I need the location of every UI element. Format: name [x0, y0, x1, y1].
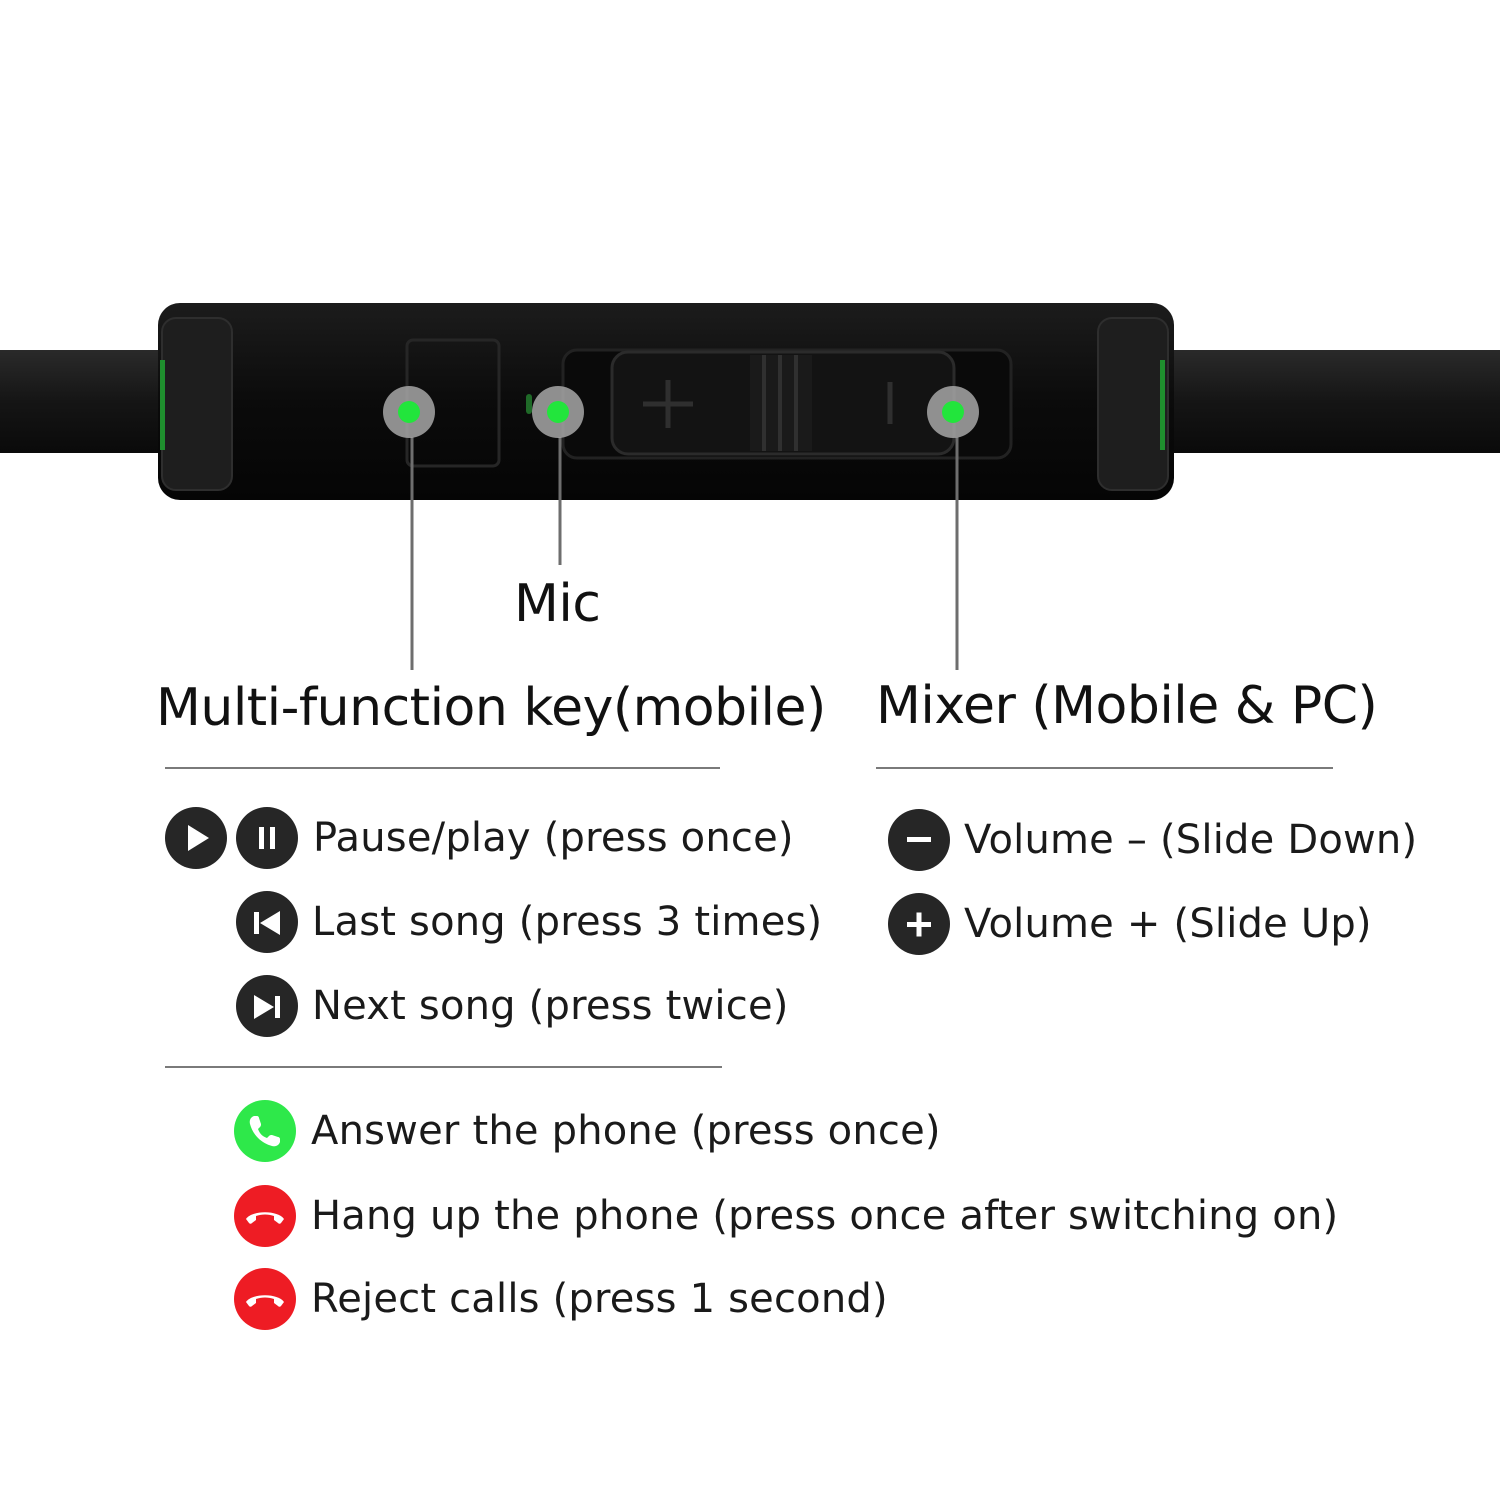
call-row-reject: Reject calls (press 1 second): [234, 1268, 888, 1330]
mic-hole: [526, 394, 532, 414]
phone-answer-icon: [234, 1100, 296, 1162]
cable-left: [0, 350, 170, 453]
play-icon: [165, 807, 227, 869]
next-track-icon: [236, 975, 298, 1037]
marker-multi-function: [383, 386, 435, 438]
call-row-answer: Answer the phone (press once): [234, 1100, 941, 1162]
media-text-last-song: Last song (press 3 times): [312, 899, 823, 945]
remote-control-illustration: [0, 303, 1500, 670]
media-row-next-song: Next song (press twice): [236, 975, 789, 1037]
media-row-pause-play: Pause/play (press once): [165, 807, 794, 869]
end-cap-left: [161, 317, 233, 491]
mixer-row-volume-down: Volume – (Slide Down): [888, 809, 1417, 871]
divider-calls: [165, 1066, 722, 1068]
marker-mixer: [927, 386, 979, 438]
call-row-hangup: Hang up the phone (press once after swit…: [234, 1185, 1338, 1247]
phone-reject-icon: [234, 1268, 296, 1330]
marker-mic: [532, 386, 584, 438]
pause-icon: [236, 807, 298, 869]
phone-hangup-icon: [234, 1185, 296, 1247]
media-row-last-song: Last song (press 3 times): [236, 891, 822, 953]
mixer-row-volume-up: Volume + (Slide Up): [888, 893, 1372, 955]
end-cap-right: [1097, 317, 1169, 491]
slider-plus-mark: [643, 380, 693, 428]
media-text-next-song: Next song (press twice): [312, 983, 789, 1029]
call-text-answer: Answer the phone (press once): [311, 1108, 941, 1154]
mixer-text-volume-down: Volume – (Slide Down): [964, 817, 1418, 863]
divider-multi-function: [165, 767, 720, 769]
minus-icon: [888, 809, 950, 871]
call-text-reject: Reject calls (press 1 second): [311, 1276, 888, 1322]
multi-function-key-label: Multi-function key(mobile): [156, 678, 826, 738]
divider-mixer: [876, 767, 1333, 769]
call-text-hangup: Hang up the phone (press once after swit…: [311, 1193, 1339, 1239]
mixer-label: Mixer (Mobile & PC): [876, 676, 1378, 736]
media-text-pause-play: Pause/play (press once): [313, 815, 794, 861]
mic-label: Mic: [514, 574, 601, 634]
mixer-text-volume-up: Volume + (Slide Up): [964, 901, 1372, 947]
plus-icon: [888, 893, 950, 955]
previous-track-icon: [236, 891, 298, 953]
cable-right: [1160, 350, 1500, 453]
